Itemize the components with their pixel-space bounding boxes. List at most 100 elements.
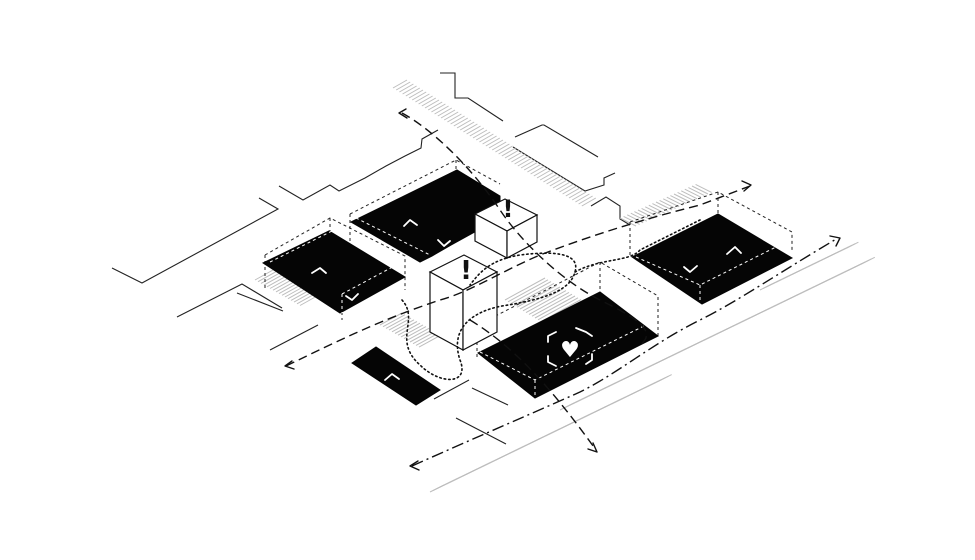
arrow-head-icon: [829, 235, 841, 247]
street-hatch-line: [522, 288, 564, 312]
street-hatch-line: [293, 291, 313, 303]
street-hatch-line: [688, 187, 705, 197]
arrow-head-icon: [409, 460, 420, 471]
street-hatch-line: [527, 163, 542, 173]
street-hatch-line: [418, 95, 433, 105]
street-hatch-line: [652, 203, 669, 213]
street-hatch-line: [648, 204, 666, 214]
street-hatch-line: [287, 288, 307, 300]
street-hatch-line: [382, 314, 406, 328]
street-hatch-line: [443, 111, 459, 121]
street-hatch-line: [488, 139, 504, 149]
street-hatch-line: [403, 326, 427, 340]
street-hatch-line: [510, 281, 552, 305]
street-hatch-line: [562, 185, 577, 195]
street-hatch-line: [479, 133, 494, 143]
street-hatch-line: [263, 274, 283, 286]
street-hatch-line: [412, 331, 436, 345]
street-hatch-line: [482, 135, 497, 145]
street-hatch-line: [424, 99, 440, 109]
block-inner-frames: [269, 217, 787, 396]
chevron-down-icon: [683, 265, 698, 273]
chevron-down-icon: [437, 239, 451, 247]
chevron-up-icon: [726, 246, 742, 255]
route-loop: [401, 219, 701, 381]
street-hatch-line: [846, 241, 859, 249]
street-hatch-line: [453, 117, 469, 127]
street-hatch-line: [395, 81, 411, 91]
street-hatch-line: [670, 195, 687, 205]
street-hatch-line: [677, 191, 694, 201]
street-hatch-line: [578, 195, 593, 205]
building-footprints: [261, 169, 794, 406]
block-glyphs: ♥: [311, 219, 742, 381]
street-hatch-line: [402, 85, 417, 95]
chevron-up-icon: [403, 219, 418, 227]
street-hatch-line: [469, 127, 485, 137]
street-hatch-line: [290, 289, 310, 301]
arrow-head-icon: [741, 180, 752, 192]
street-hatch-line: [546, 175, 561, 185]
block-central-south: [477, 291, 659, 399]
street-hatch-line: [405, 87, 421, 97]
street-hatch-line: [619, 217, 637, 227]
tower-large: !: [428, 254, 499, 352]
street-hatch-line: [657, 374, 672, 383]
street-hatch-line: [655, 201, 673, 211]
street-hatch-line: [400, 324, 424, 338]
street-hatch-line: [269, 278, 289, 289]
street-hatch-line: [630, 212, 648, 222]
street-hatch-line: [437, 107, 453, 117]
street-hatch-line: [539, 171, 555, 181]
street-hatch-line: [581, 197, 597, 207]
street-hatch-line: [397, 322, 421, 336]
arrow-head-icon: [398, 108, 408, 119]
street-hatch-line: [673, 193, 691, 203]
warning-icon: !: [503, 195, 514, 223]
street-hatch-line: [296, 293, 316, 305]
street-hatch-line: [434, 105, 449, 115]
street-hatch-line: [418, 334, 442, 348]
street-hatch-line: [504, 277, 546, 301]
street-hatch-line: [491, 141, 507, 151]
street-hatch-line: [379, 312, 403, 326]
street-hatch-line: [485, 137, 501, 147]
street-hatch-line: [408, 89, 424, 99]
street-hatch-line: [684, 188, 702, 198]
street-hatch-line: [447, 113, 462, 123]
street-hatch-line: [534, 295, 576, 319]
street-hatch-line: [559, 183, 574, 193]
street-hatch-line: [284, 286, 304, 298]
street-hatch-line: [680, 190, 698, 200]
street-hatch-line: [516, 284, 558, 308]
street-hatch-line: [463, 123, 478, 133]
street-hatch-line: [472, 129, 488, 139]
tower-small: !: [473, 195, 539, 259]
street-hatch-line: [513, 282, 555, 306]
street-hatch-line: [666, 196, 684, 206]
street-hatch-line: [254, 269, 274, 281]
street-hatch-line: [537, 297, 579, 321]
street-hatch-line: [431, 103, 446, 113]
street-hatch-line: [406, 327, 430, 341]
street-hatch-line: [565, 187, 581, 197]
street-hatch-line: [691, 185, 709, 195]
arrow-head-icon: [587, 442, 598, 453]
street-hatch-line: [644, 206, 662, 216]
street-hatch-line: [525, 290, 567, 314]
street-hatch-line: [641, 207, 658, 217]
street-hatch-line: [659, 199, 676, 209]
street-hatch-line: [507, 279, 549, 303]
street-hatch-line: [519, 286, 561, 310]
street-hatch-line: [507, 151, 523, 161]
street-hatch-line: [399, 83, 414, 93]
street-hatch-line: [517, 157, 533, 167]
street-hatch-line: [634, 211, 651, 221]
street-hatch-line: [520, 159, 536, 169]
block-east: [631, 213, 794, 305]
street-hatch-line: [456, 119, 472, 129]
street-hatch-line: [549, 177, 565, 187]
street-hatch-line: [391, 319, 415, 333]
street-hatch-line: [278, 283, 298, 295]
street-hatch-line: [266, 276, 286, 288]
